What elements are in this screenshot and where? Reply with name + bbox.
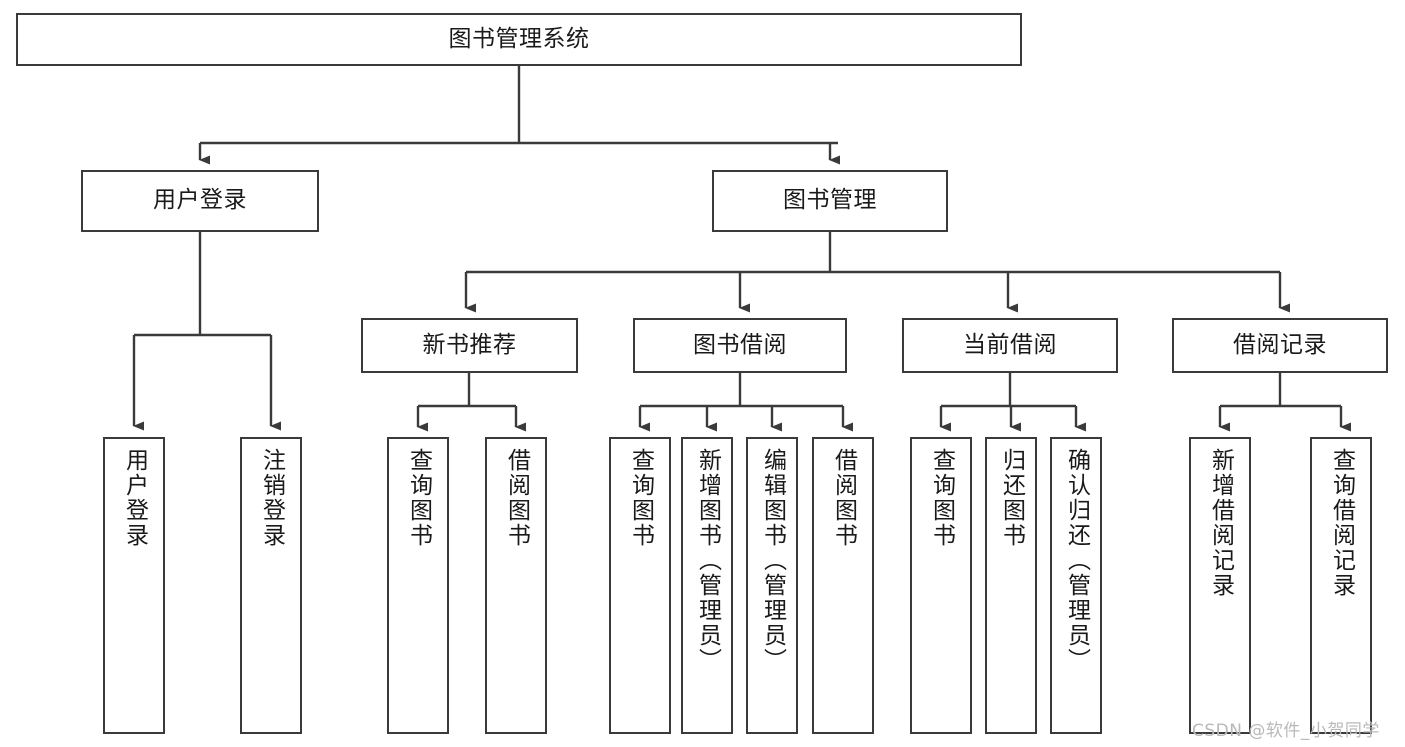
leaf-add-record[interactable]: 新增借阅记录	[1189, 437, 1251, 734]
node-label: 新增借阅记录	[1207, 448, 1234, 598]
edges-root-to-level2	[198, 66, 840, 165]
leaf-edit-book[interactable]: 编辑图书（管理员）	[746, 437, 798, 734]
leaf-query-book-1[interactable]: 查询图书	[387, 437, 449, 734]
edges-borrowrecord-to-leaves	[1218, 373, 1351, 432]
node-label: 新书推荐	[422, 331, 517, 358]
edges-bookborrow-to-leaves	[638, 373, 853, 432]
leaf-user-logout[interactable]: 注销登录	[240, 437, 302, 734]
node-new-book-rec[interactable]: 新书推荐	[361, 318, 578, 373]
node-label: 新增图书（管理员）	[694, 448, 721, 673]
leaf-borrow-book-1[interactable]: 借阅图书	[485, 437, 547, 734]
node-label: 用户登录	[153, 187, 247, 214]
node-book-manage[interactable]: 图书管理	[712, 170, 948, 232]
node-label: 当前借阅	[963, 331, 1057, 358]
edges-newbookrec-to-leaves	[416, 373, 526, 432]
node-label: 查询借阅记录	[1328, 448, 1355, 598]
node-user-login[interactable]: 用户登录	[81, 170, 319, 232]
node-book-borrow[interactable]: 图书借阅	[633, 318, 847, 373]
node-label: 图书借阅	[693, 331, 787, 358]
leaf-query-book-3[interactable]: 查询图书	[910, 437, 972, 734]
node-borrow-record[interactable]: 借阅记录	[1172, 318, 1388, 373]
node-label: 查询图书	[405, 448, 432, 548]
leaf-add-book[interactable]: 新增图书（管理员）	[681, 437, 733, 734]
node-label: 确认归还（管理员）	[1063, 448, 1090, 673]
node-label: 借阅图书	[503, 448, 530, 548]
node-label: 查询图书	[928, 448, 955, 548]
leaf-user-login[interactable]: 用户登录	[103, 437, 165, 734]
edges-userlogin-to-leaves	[132, 232, 281, 431]
node-label: 查询图书	[627, 448, 654, 548]
node-label: 借阅记录	[1233, 331, 1327, 358]
node-label: 编辑图书（管理员）	[759, 448, 786, 673]
edges-bookmanage-to-level3	[464, 232, 1290, 313]
leaf-query-book-2[interactable]: 查询图书	[609, 437, 671, 734]
edges-currentborrow-to-leaves	[939, 373, 1086, 432]
leaf-borrow-book-2[interactable]: 借阅图书	[812, 437, 874, 734]
node-label: 借阅图书	[830, 448, 857, 548]
leaf-return-book[interactable]: 归还图书	[985, 437, 1037, 734]
node-label: 注销登录	[258, 448, 285, 548]
node-label: 图书管理	[783, 187, 877, 214]
node-label: 图书管理系统	[448, 25, 590, 52]
leaf-confirm-return[interactable]: 确认归还（管理员）	[1050, 437, 1102, 734]
node-root-system[interactable]: 图书管理系统	[16, 13, 1022, 66]
node-label: 用户登录	[121, 448, 148, 548]
node-label: 归还图书	[998, 448, 1025, 548]
leaf-query-record[interactable]: 查询借阅记录	[1310, 437, 1372, 734]
node-current-borrow[interactable]: 当前借阅	[902, 318, 1118, 373]
